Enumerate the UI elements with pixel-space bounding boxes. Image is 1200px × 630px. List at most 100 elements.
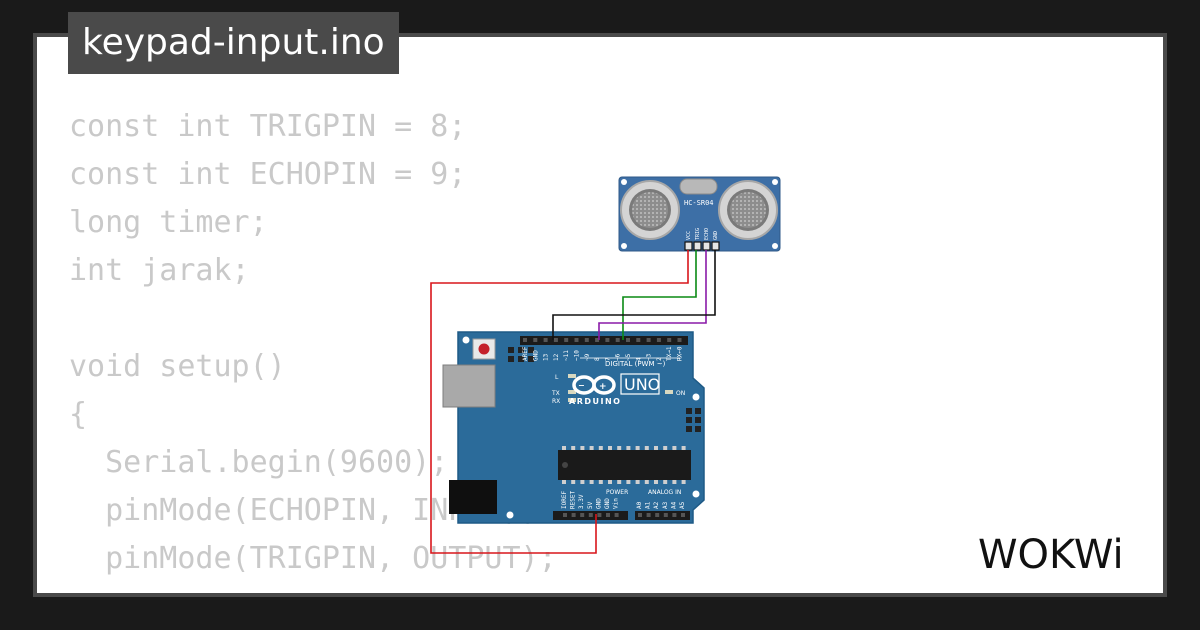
header-pin[interactable] [571, 513, 576, 517]
pin-label: AREF [522, 346, 529, 361]
pin-label: ~3 [646, 353, 653, 361]
header-pin[interactable] [580, 513, 585, 517]
header-pin[interactable] [681, 513, 685, 517]
header-pin[interactable] [563, 513, 567, 517]
header-pin[interactable] [564, 338, 569, 342]
icsp-header [508, 347, 534, 362]
header-pin[interactable] [595, 338, 600, 342]
svg-text:+: + [599, 382, 607, 392]
header-pin[interactable] [677, 338, 682, 342]
pin-label: A4 [670, 501, 677, 509]
code-line: pinMode(TRIGPIN, OUTPUT); [69, 541, 557, 576]
led-tx [568, 390, 576, 394]
header-pin[interactable] [672, 513, 677, 517]
chip-pin [580, 480, 585, 484]
led-on-label: ON [676, 390, 685, 397]
pin-label: A5 [679, 501, 686, 509]
chip-pin [571, 480, 576, 484]
wire-vcc-5v[interactable] [430, 250, 689, 554]
header-pin[interactable] [667, 338, 672, 342]
header-pin[interactable] [663, 513, 668, 517]
usb-port [442, 364, 496, 408]
pin-label: GND [713, 231, 719, 240]
header-pin[interactable] [606, 513, 610, 517]
header-pin[interactable] [523, 338, 527, 342]
led-l [568, 374, 576, 378]
chip-pin [562, 446, 566, 450]
chip-pin [598, 480, 603, 484]
pin-label: 5V [587, 501, 594, 509]
code-line: Serial.begin(9600); [69, 445, 449, 480]
code-line: const int TRIGPIN = 8; [69, 109, 467, 144]
pin-label: 13 [543, 353, 550, 361]
sensor-pin[interactable] [684, 241, 693, 251]
pin-label: 7 [604, 357, 611, 361]
pin-label: 4 [635, 357, 642, 361]
sensor-model-label: HC-SR04 [684, 199, 714, 207]
pin-label: VCC [686, 231, 692, 240]
header-pin[interactable] [615, 338, 620, 342]
pin-label: ~6 [615, 353, 622, 361]
header-pin[interactable] [636, 338, 641, 342]
led-on [665, 390, 673, 394]
pin-label: Vin [613, 498, 620, 509]
power-header-label: POWER [606, 489, 628, 496]
header-pin[interactable] [646, 338, 651, 342]
header-pin[interactable] [597, 513, 602, 517]
sensor-pin[interactable] [711, 241, 720, 251]
pin-label: TRIG [695, 228, 701, 240]
pin-label: A3 [662, 501, 669, 509]
header-pin[interactable] [553, 338, 558, 342]
pin-label: ~10 [574, 350, 581, 361]
header-pin[interactable] [584, 338, 589, 342]
header-pin[interactable] [543, 338, 548, 342]
chip-pin [617, 446, 622, 450]
led-l-label: L [555, 374, 559, 381]
wire-gnd[interactable] [552, 250, 716, 340]
digital-header-label: DIGITAL (PWM ~) [605, 360, 666, 368]
header-pin[interactable] [638, 513, 642, 517]
header-pin[interactable] [614, 513, 619, 517]
wire-echo-pin9[interactable] [598, 250, 707, 340]
chip-pin [571, 446, 576, 450]
pin-label: RESET [570, 491, 577, 509]
pin-label: RX←0 [677, 346, 684, 361]
wire-trig-pin8[interactable] [622, 250, 697, 340]
chip-pin [589, 480, 594, 484]
header-pin[interactable] [605, 338, 610, 342]
pin-label: ~11 [563, 350, 570, 361]
header-pin[interactable] [533, 338, 538, 342]
header-pin[interactable] [574, 338, 579, 342]
wokwi-logo: WOKWi [978, 532, 1124, 576]
sensor-pin[interactable] [702, 241, 711, 251]
header-pin[interactable] [588, 513, 593, 517]
header-pin[interactable] [656, 338, 661, 342]
wokwi-logo-text: WOKWi [978, 532, 1124, 576]
ultrasonic-receiver [718, 180, 778, 240]
pin-label: 8 [594, 357, 601, 361]
chip-pin [617, 480, 622, 484]
chip-pin [589, 446, 594, 450]
header-pin[interactable] [646, 513, 651, 517]
code-line: const int ECHOPIN = 9; [69, 157, 467, 192]
led-rx [568, 398, 576, 402]
pin-label: GND [604, 498, 611, 509]
header-pin[interactable] [626, 338, 630, 342]
led-tx-label: TX [551, 390, 560, 397]
pin-label: ~9 [584, 353, 591, 361]
chip-pin [598, 446, 603, 450]
code-line: } [69, 583, 557, 593]
header-pin[interactable] [655, 513, 660, 517]
chip-pin [654, 446, 658, 450]
chip-pin [562, 480, 566, 484]
digital-header [520, 336, 688, 345]
code-line: long timer; [69, 205, 268, 240]
sensor-pin[interactable] [693, 241, 702, 251]
chip-pin [672, 480, 677, 484]
crystal-oscillator [679, 178, 718, 195]
pin-label: TX→1 [666, 346, 673, 361]
pin-label: A0 [636, 501, 643, 509]
